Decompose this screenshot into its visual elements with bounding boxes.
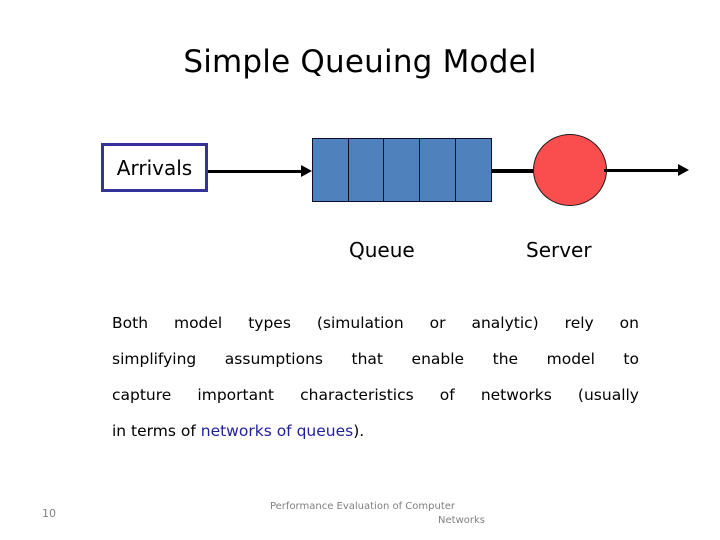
body-line-4-suffix: ). [353, 422, 365, 440]
server-node [533, 134, 607, 206]
server-departure-arrow-head [678, 164, 689, 176]
server-caption: Server [526, 238, 592, 262]
queue-cell [312, 138, 350, 202]
arrivals-to-queue-arrow-head [301, 165, 312, 177]
body-line-2: simplifying assumptions that enable the … [112, 350, 639, 368]
footer-note: Performance Evaluation of Computer Netwo… [240, 500, 485, 528]
body-line-3: capture important characteristics of net… [112, 386, 639, 404]
arrivals-box: Arrivals [101, 143, 208, 192]
queue-caption: Queue [349, 238, 415, 262]
queue-to-server-connector [492, 169, 536, 173]
body-line-4-prefix: in terms of [112, 422, 201, 440]
body-line-1: Both model types (simulation or analytic… [112, 314, 639, 332]
page-title: Simple Queuing Model [183, 44, 537, 80]
queuing-model-diagram: Arrivals Queue Server [101, 134, 689, 262]
highlighted-term-networks-of-queues: networks of queues [200, 422, 354, 440]
arrivals-label: Arrivals [116, 155, 193, 180]
footer-note-line-2: Networks [438, 515, 485, 526]
server-departure-arrow-line [604, 169, 682, 172]
queue-cell [383, 138, 421, 202]
arrivals-to-queue-arrow-line [208, 170, 303, 173]
body-line-4: in terms of networks of queues). [112, 413, 639, 449]
queue-cell [454, 138, 493, 202]
queue-cell [419, 138, 457, 202]
queue-buffer [312, 138, 493, 202]
footer-note-line-1: Performance Evaluation of Computer [269, 501, 456, 512]
page-number: 10 [42, 507, 56, 520]
body-paragraph: Both model types (simulation or analytic… [112, 305, 639, 449]
queue-cell [347, 138, 385, 202]
